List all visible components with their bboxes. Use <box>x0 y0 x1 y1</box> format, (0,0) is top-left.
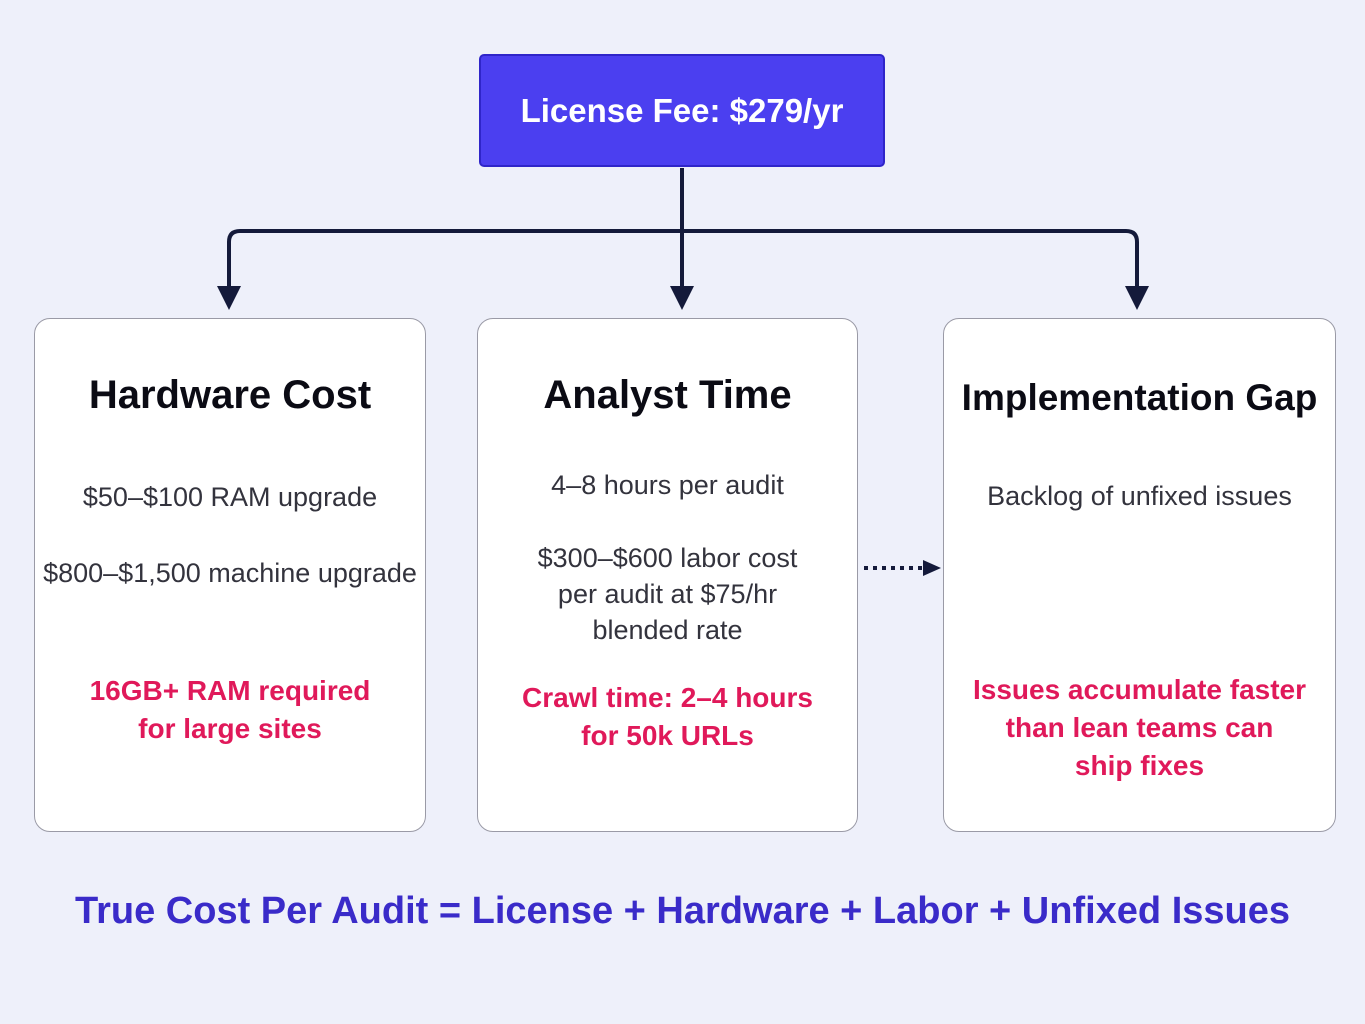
implementation-gap-warning: Issues accumulate faster than lean teams… <box>944 671 1335 785</box>
hardware-cost-line: $800–$1,500 machine upgrade <box>43 558 417 588</box>
implementation-gap-warning-line: than lean teams can <box>1005 712 1274 743</box>
analyst-time-details: $300–$600 labor cost per audit at $75/hr… <box>478 540 857 648</box>
analyst-time-card: Analyst Time 4–8 hours per audit $300–$6… <box>477 318 858 832</box>
implementation-gap-card: Implementation Gap Backlog of unfixed is… <box>943 318 1336 832</box>
license-fee-box: License Fee: $279/yr <box>479 54 885 167</box>
hardware-cost-warning: 16GB+ RAM required for large sites <box>35 672 425 748</box>
hardware-cost-title: Hardware Cost <box>88 373 372 417</box>
analyst-time-line: per audit at $75/hr <box>557 579 778 609</box>
hardware-cost-warning-line: for large sites <box>138 713 322 744</box>
implementation-gap-warning-line: Issues accumulate faster <box>972 674 1307 705</box>
analyst-time-line: $300–$600 labor cost <box>537 543 798 573</box>
analyst-time-line: blended rate <box>592 615 743 645</box>
analyst-time-warning: Crawl time: 2–4 hours for 50k URLs <box>478 679 857 755</box>
true-cost-formula: True Cost Per Audit = License + Hardware… <box>75 890 1290 932</box>
arrowhead-analyst <box>670 286 694 310</box>
implementation-gap-title: Implementation Gap <box>961 377 1318 418</box>
implementation-gap-line: Backlog of unfixed issues <box>987 481 1292 511</box>
hardware-cost-card: Hardware Cost $50–$100 RAM upgrade $800–… <box>34 318 426 832</box>
hardware-cost-warning-line: 16GB+ RAM required <box>89 675 371 706</box>
license-fee-label: License Fee: $279/yr <box>520 91 844 129</box>
connector-horizontal-bar <box>227 229 1139 292</box>
analyst-time-line: 4–8 hours per audit <box>551 470 784 500</box>
implementation-gap-warning-line: ship fixes <box>1074 750 1205 781</box>
analyst-time-title: Analyst Time <box>543 373 792 417</box>
arrowhead-dotted <box>923 560 941 576</box>
arrowhead-hardware <box>217 286 241 310</box>
hardware-cost-line: $50–$100 RAM upgrade <box>82 482 378 512</box>
analyst-time-warning-line: Crawl time: 2–4 hours <box>522 682 813 713</box>
arrowhead-implementation <box>1125 286 1149 310</box>
analyst-time-warning-line: for 50k URLs <box>581 720 754 751</box>
